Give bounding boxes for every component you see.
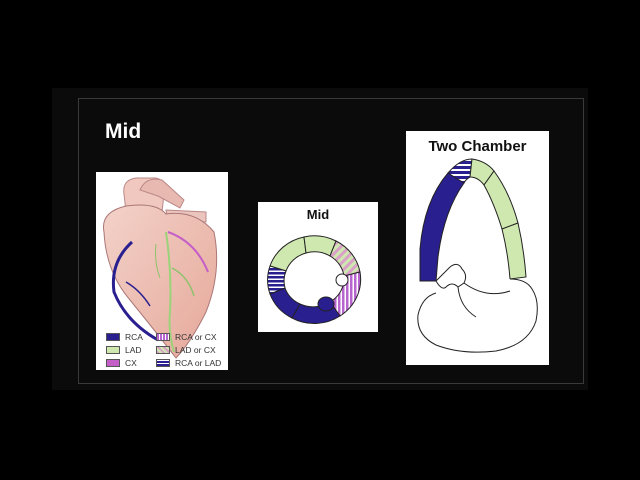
legend-swatch-rca xyxy=(106,333,120,341)
legend-swatch-rca-or-cx xyxy=(156,333,170,341)
legend-item-cx: CX xyxy=(106,358,156,368)
legend-item-lad: LAD xyxy=(106,345,156,355)
legend-label: CX xyxy=(125,358,137,368)
legend-label: LAD xyxy=(125,345,142,355)
legend-swatch-lad xyxy=(106,346,120,354)
heart-illustration-panel: RCA RCA or CX LAD LAD or CX CX RCA or LA… xyxy=(96,172,228,370)
slide-title: Mid xyxy=(105,120,141,144)
legend-swatch-cx xyxy=(106,359,120,367)
legend-label: RCA xyxy=(125,332,143,342)
legend-swatch-rca-or-lad xyxy=(156,359,170,367)
artery-legend: RCA RCA or CX LAD LAD or CX CX RCA or LA… xyxy=(106,332,226,368)
two-chamber-panel: Two Chamber xyxy=(406,131,549,365)
legend-swatch-lad-or-cx xyxy=(156,346,170,354)
legend-label: RCA or CX xyxy=(175,332,217,342)
two-chamber-diagram xyxy=(406,131,549,365)
legend-label: LAD or CX xyxy=(175,345,216,355)
legend-item-rca-or-lad: RCA or LAD xyxy=(156,358,226,368)
short-axis-panel: Mid xyxy=(258,202,378,332)
short-axis-diagram xyxy=(258,202,378,332)
legend-item-lad-or-cx: LAD or CX xyxy=(156,345,226,355)
legend-label: RCA or LAD xyxy=(175,358,221,368)
legend-item-rca-or-cx: RCA or CX xyxy=(156,332,226,342)
legend-item-rca: RCA xyxy=(106,332,156,342)
